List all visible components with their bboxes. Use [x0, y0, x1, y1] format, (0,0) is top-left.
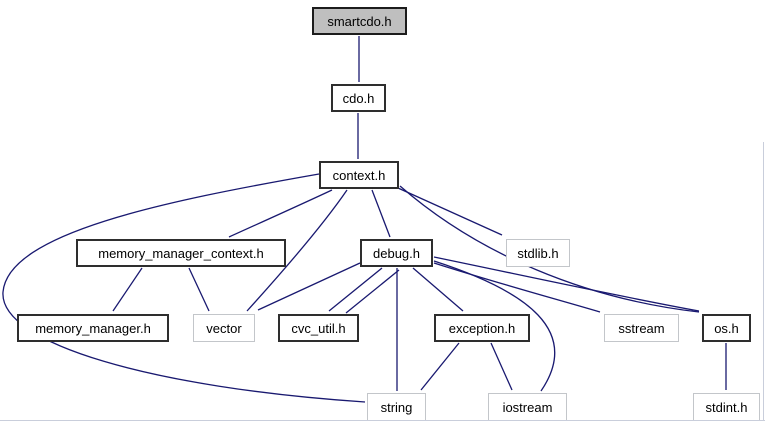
edge-debug-h-to-exception-h — [412, 267, 464, 312]
node-stdint-h[interactable]: stdint.h — [693, 393, 760, 421]
node-smartcdo-h[interactable]: smartcdo.h — [312, 7, 407, 35]
edge-exception-h-to-iostream — [490, 342, 513, 391]
edge-exception-h-to-string — [420, 342, 460, 391]
node-debug-h[interactable]: debug.h — [360, 239, 433, 267]
edge-context-h-to-string — [2, 173, 366, 403]
edge-context-h-to-debug-h — [371, 189, 391, 238]
node-cdo-h[interactable]: cdo.h — [331, 84, 386, 112]
edge-memory-manager-context-h-to-memory-manager-h — [112, 267, 143, 312]
node-os-h[interactable]: os.h — [702, 314, 751, 342]
frame-right-edge — [763, 142, 764, 421]
edge-memory-manager-context-h-to-vector — [188, 267, 210, 312]
frame-bottom-edge — [0, 420, 765, 421]
edge-debug-h-to-cvc-util-h — [328, 267, 383, 312]
node-vector[interactable]: vector — [193, 314, 255, 342]
node-sstream[interactable]: sstream — [604, 314, 679, 342]
node-string[interactable]: string — [367, 393, 426, 421]
node-memory-manager-context-h[interactable]: memory_manager_context.h — [76, 239, 286, 267]
edge-debug-h-to-sstream — [433, 262, 601, 313]
node-exception-h[interactable]: exception.h — [434, 314, 530, 342]
node-cvc-util-h[interactable]: cvc_util.h — [278, 314, 359, 342]
node-iostream[interactable]: iostream — [488, 393, 567, 421]
edge-context-h-to-memory-manager-context-h — [228, 189, 333, 238]
node-context-h[interactable]: context.h — [319, 161, 399, 189]
edge-cvc-util-h-to-debug-h — [345, 269, 400, 314]
edge-debug-h-to-vector — [257, 262, 361, 311]
edge-context-h-to-stdlib-h — [397, 187, 503, 236]
node-memory-manager-h[interactable]: memory_manager.h — [17, 314, 169, 342]
node-stdlib-h[interactable]: stdlib.h — [506, 239, 570, 267]
